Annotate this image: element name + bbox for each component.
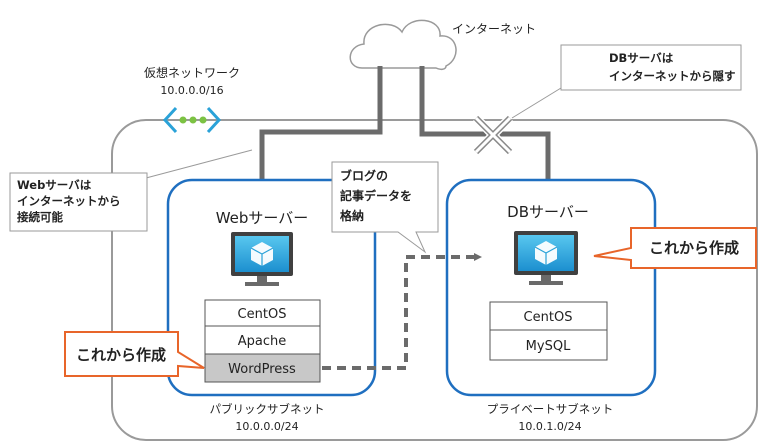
callout-db-hidden-line1: DBサーバは bbox=[609, 51, 674, 65]
private-subnet-cidr: 10.0.1.0/24 bbox=[518, 420, 581, 433]
db-create-label: これから作成 bbox=[649, 239, 739, 257]
db-server-title: DBサーバー bbox=[507, 203, 589, 221]
db-stack-centos: CentOS bbox=[524, 310, 573, 325]
vm-monitor-icon bbox=[231, 232, 293, 286]
callout-db-hidden: DBサーバは インターネットから隠す bbox=[511, 44, 742, 119]
web-create-callout: これから作成 bbox=[64, 331, 205, 377]
callout-blog-line2: 記事データを bbox=[340, 188, 412, 203]
internet-to-web-link bbox=[258, 66, 383, 196]
db-stack-mysql: MySQL bbox=[526, 339, 571, 354]
web-server-title: Webサーバー bbox=[216, 209, 309, 227]
public-subnet-cidr: 10.0.0.0/24 bbox=[235, 420, 298, 433]
vnet-boundary bbox=[111, 119, 758, 441]
db-create-callout: これから作成 bbox=[593, 227, 757, 269]
callout-web-line3: 接続可能 bbox=[17, 210, 63, 224]
callout-db-hidden-line2: インターネットから隠す bbox=[609, 69, 736, 83]
web-stack-wordpress: WordPress bbox=[228, 362, 296, 377]
cloud-icon bbox=[349, 19, 457, 71]
callout-blog-line1: ブログの bbox=[340, 168, 388, 183]
web-create-label: これから作成 bbox=[76, 346, 166, 364]
web-stack: CentOS Apache WordPress bbox=[204, 299, 321, 383]
callout-web-line2: インターネットから bbox=[17, 194, 121, 208]
internet-to-db-link bbox=[419, 66, 552, 196]
blocked-x-icon bbox=[472, 114, 514, 156]
vnet-title: 仮想ネットワーク bbox=[144, 65, 240, 80]
internet-label: インターネット bbox=[452, 22, 536, 36]
callout-web-line1: Webサーバは bbox=[17, 178, 92, 192]
callout-web-accessible: Webサーバは インターネットから 接続可能 bbox=[9, 149, 253, 232]
vnet-cidr: 10.0.0.0/16 bbox=[160, 84, 223, 97]
web-stack-centos: CentOS bbox=[238, 307, 287, 322]
callout-blog-data: ブログの 記事データを 格納 bbox=[331, 161, 439, 254]
public-subnet-label: パブリックサブネット bbox=[210, 402, 325, 416]
vm-monitor-icon bbox=[514, 231, 578, 285]
web-stack-apache: Apache bbox=[238, 334, 287, 349]
callout-blog-line3: 格納 bbox=[340, 208, 364, 223]
vnet-peering-icon bbox=[162, 106, 222, 134]
private-subnet-label: プライベートサブネット bbox=[487, 402, 614, 416]
db-stack: CentOS MySQL bbox=[489, 301, 608, 361]
wordpress-to-db-link bbox=[322, 253, 482, 370]
